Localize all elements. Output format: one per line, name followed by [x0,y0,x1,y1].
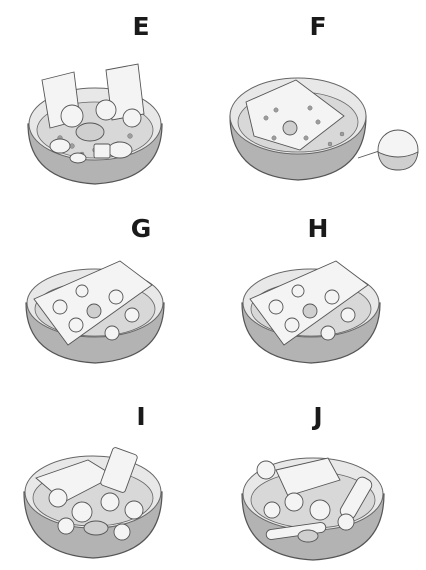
step-label-e: E [132,14,149,39]
steriliser-lid-illustration-h [236,255,386,367]
steriliser-tray-illustration-f [226,58,421,188]
steriliser-bottles-illustration-e [20,58,170,193]
step-label-g: G [131,216,152,241]
steriliser-lid-illustration-g [20,255,170,367]
steriliser-assorted-illustration-j [236,440,391,565]
step-label-j: J [313,404,322,429]
step-label-h: H [308,216,329,241]
step-label-i: I [136,404,145,429]
steriliser-loaded-illustration-i [18,440,168,562]
step-label-f: F [309,14,326,39]
